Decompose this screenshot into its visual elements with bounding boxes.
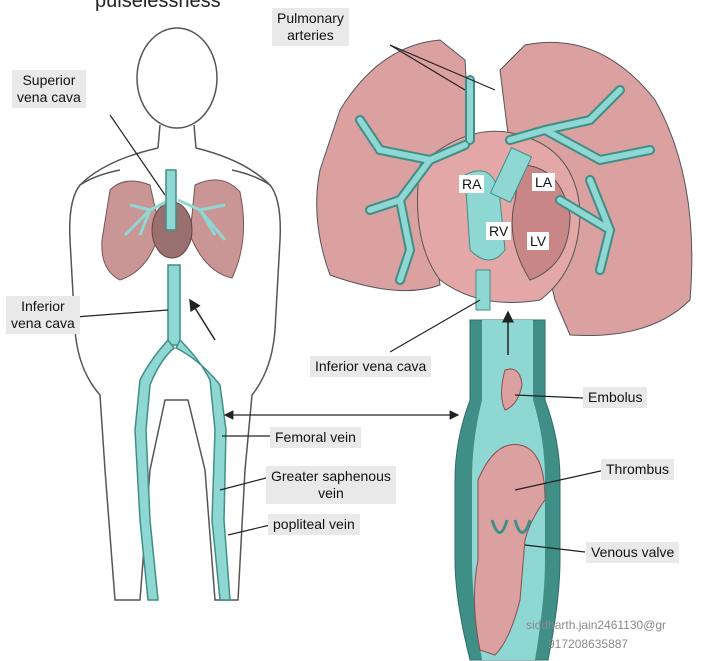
label-inferior-vena-cava-left: Inferior vena cava <box>6 296 80 334</box>
label-thrombus: Thrombus <box>601 459 674 480</box>
svc-vessel <box>166 170 176 230</box>
watermark-email: siddharth.jain2461130@gr <box>526 618 666 633</box>
label-inferior-vena-cava-right: Inferior vena cava <box>310 356 431 377</box>
shoulder-left <box>80 170 120 185</box>
label-popliteal-vein: popliteal vein <box>268 514 360 535</box>
label-embolus: Embolus <box>583 387 647 408</box>
label-femoral-vein: Femoral vein <box>270 427 361 448</box>
chamber-ra: RA <box>459 175 484 193</box>
torso-flow-arrow <box>190 300 215 340</box>
left-leg-vein <box>135 340 174 600</box>
chamber-la: LA <box>532 173 555 191</box>
label-pulmonary-arteries: Pulmonary arteries <box>272 8 349 46</box>
vein-section <box>455 320 560 660</box>
label-greater-saphenous-vein: Greater saphenous vein <box>266 466 396 504</box>
watermark-phone: 917208635887 <box>548 637 628 652</box>
ivc-under-heart <box>476 270 490 310</box>
label-venous-valve: Venous valve <box>586 542 679 563</box>
chamber-rv: RV <box>486 222 511 240</box>
shoulder-right <box>232 170 270 185</box>
right-leg-vein <box>176 340 230 600</box>
head <box>137 28 217 128</box>
chamber-lv: LV <box>527 232 549 250</box>
label-superior-vena-cava: Superior vena cava <box>12 70 86 108</box>
ivc-vessel <box>168 265 180 345</box>
